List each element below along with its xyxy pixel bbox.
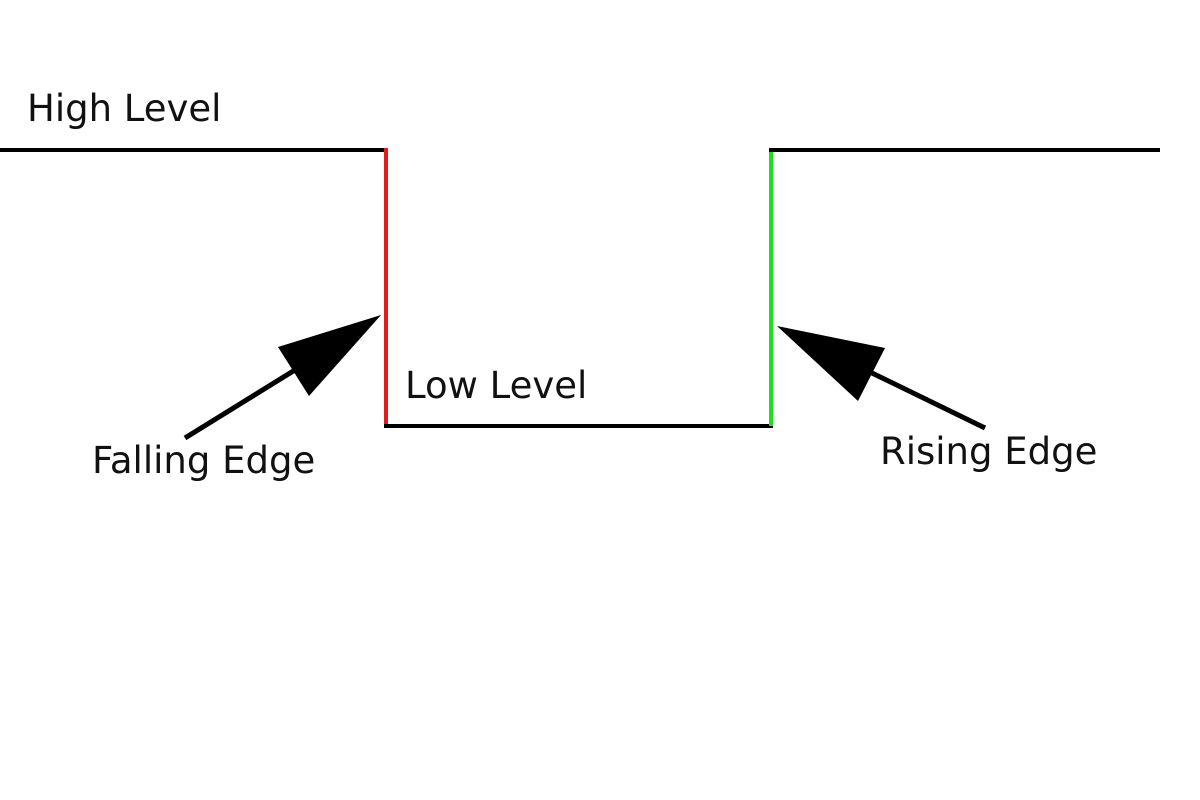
falling-edge-label: Falling Edge (92, 439, 315, 482)
low-level-label: Low Level (405, 364, 587, 407)
high-level-label: High Level (27, 87, 221, 130)
rising-edge-label: Rising Edge (880, 430, 1097, 473)
arrow-up-right-icon (183, 315, 381, 441)
arrow-up-left-icon (777, 326, 987, 431)
